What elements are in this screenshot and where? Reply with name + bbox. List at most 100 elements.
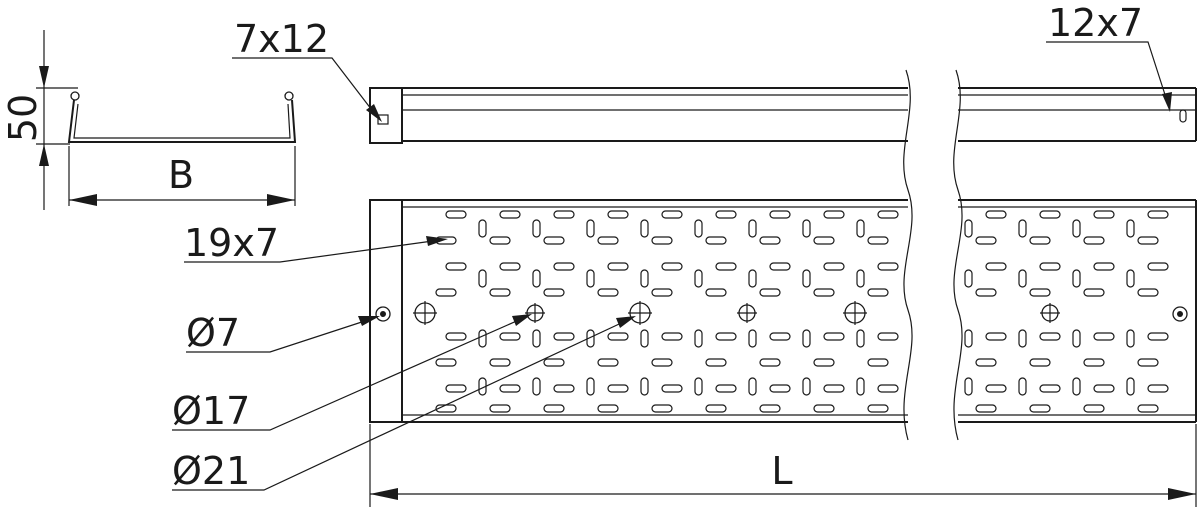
bottom-slot	[661, 332, 683, 341]
bottom-slot	[715, 262, 737, 271]
slot-end-label: 7x12	[234, 17, 329, 61]
bottom-slot	[597, 358, 619, 367]
bottom-slot	[1126, 219, 1135, 238]
bottom-slot	[985, 332, 1007, 341]
bottom-slot	[1083, 358, 1105, 367]
bottom-slot	[769, 210, 791, 219]
bottom-slot	[640, 329, 649, 348]
bottom-slot	[705, 236, 727, 245]
bottom-slot	[748, 329, 757, 348]
bottom-slot	[694, 219, 703, 238]
callout-slot-end: 7x12	[232, 17, 382, 122]
bottom-slot	[813, 358, 835, 367]
bottom-slot	[532, 269, 541, 288]
bottom-slot	[1039, 384, 1061, 393]
bottom-slot	[748, 269, 757, 288]
bottom-slot	[478, 219, 487, 238]
bottom-slot	[748, 377, 757, 396]
bottom-slot	[813, 288, 835, 297]
bottom-slot	[802, 329, 811, 348]
bottom-slot	[553, 210, 575, 219]
bottom-slot	[802, 219, 811, 238]
bottom-slot	[607, 210, 629, 219]
bottom-slot	[597, 236, 619, 245]
bottom-slot	[661, 384, 683, 393]
bottom-slot	[715, 384, 737, 393]
bottom-slot	[1093, 332, 1115, 341]
bottom-slot	[975, 288, 997, 297]
hole-17-label: Ø17	[172, 389, 250, 433]
bottom-slot	[1137, 288, 1159, 297]
bottom-slot	[586, 377, 595, 396]
width-label: B	[168, 153, 194, 197]
bottom-slot	[1072, 219, 1081, 238]
bottom-slot	[1039, 332, 1061, 341]
bottom-slot	[1147, 384, 1169, 393]
callout-hole-21: Ø21	[172, 316, 636, 493]
bottom-slot	[813, 404, 835, 413]
bottom-slot	[1147, 332, 1169, 341]
bottom-slot	[759, 288, 781, 297]
bottom-slot	[856, 329, 865, 348]
bottom-slot	[823, 332, 845, 341]
cross-section-profile	[67, 91, 297, 143]
bottom-slot	[964, 269, 973, 288]
bottom-slot	[661, 262, 683, 271]
bottom-slot	[1018, 269, 1027, 288]
bottom-slot	[867, 236, 889, 245]
bottom-slot	[532, 377, 541, 396]
bottom-slot	[856, 219, 865, 238]
bottom-slot	[1137, 236, 1159, 245]
bottom-slot	[1137, 404, 1159, 413]
bottom-slot	[435, 358, 457, 367]
bottom-slot	[478, 329, 487, 348]
break-lines	[903, 60, 963, 450]
bottom-slot	[856, 269, 865, 288]
side-view	[369, 87, 1197, 144]
bottom-slot	[1093, 262, 1115, 271]
bottom-slot	[532, 219, 541, 238]
bottom-slot	[1072, 377, 1081, 396]
bottom-slot	[1072, 269, 1081, 288]
bottom-slot	[877, 262, 899, 271]
bottom-slot	[586, 219, 595, 238]
bottom-slot	[759, 236, 781, 245]
bottom-slot	[478, 269, 487, 288]
bottom-slot	[877, 210, 899, 219]
bottom-slot	[823, 384, 845, 393]
bottom-slot	[489, 404, 511, 413]
bottom-slot	[640, 219, 649, 238]
bottom-slot	[586, 269, 595, 288]
bottom-slot	[975, 404, 997, 413]
bottom-slot	[867, 358, 889, 367]
bottom-slot	[607, 384, 629, 393]
bottom-slot	[769, 332, 791, 341]
bottom-slot	[975, 358, 997, 367]
bottom-slot	[1029, 236, 1051, 245]
bottom-slot	[705, 288, 727, 297]
bottom-slot	[1018, 329, 1027, 348]
bottom-slot	[856, 377, 865, 396]
bottom-slot	[1083, 404, 1105, 413]
bottom-slot	[597, 404, 619, 413]
bottom-slot	[694, 269, 703, 288]
slot-side-label: 12x7	[1048, 1, 1143, 45]
bottom-slot	[651, 288, 673, 297]
bottom-slot	[651, 404, 673, 413]
bottom-slot	[705, 358, 727, 367]
bottom-slot	[705, 404, 727, 413]
bottom-slot	[759, 404, 781, 413]
hole-21-label: Ø21	[172, 449, 250, 493]
bottom-slot	[1126, 329, 1135, 348]
bottom-slot	[1147, 262, 1169, 271]
callout-slot-side: 12x7	[1046, 1, 1172, 112]
hole-group	[413, 301, 1060, 325]
bottom-slot	[1083, 288, 1105, 297]
bottom-slot	[435, 288, 457, 297]
bottom-slot	[802, 269, 811, 288]
hole-7-label: Ø7	[186, 311, 240, 355]
bottom-slot	[445, 262, 467, 271]
bottom-slot	[759, 358, 781, 367]
bottom-slot	[499, 384, 521, 393]
